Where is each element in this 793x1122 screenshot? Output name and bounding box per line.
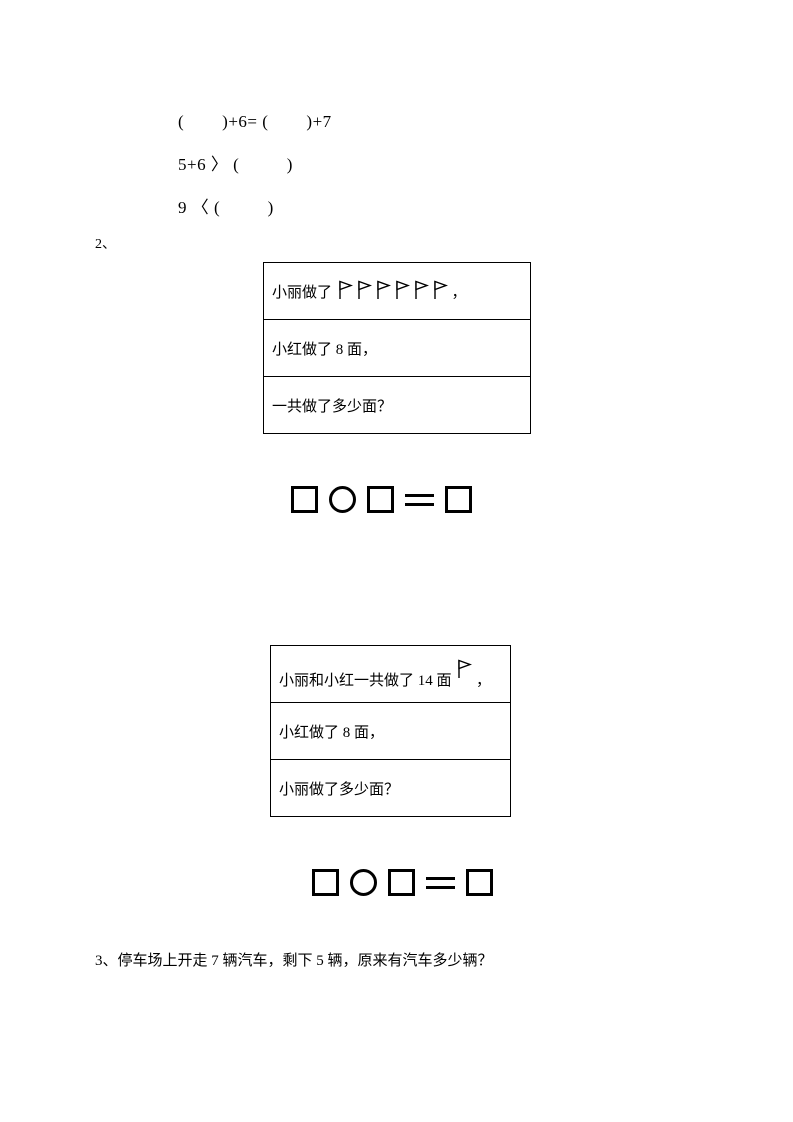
table-cell-question: 一共做了多少面？ (263, 376, 531, 434)
table-cell-question: 小丽做了多少面？ (270, 759, 511, 817)
table-row: 小红做了 8 面， (270, 702, 511, 760)
equation-line-1: ( )+6= ( )+7 (178, 112, 332, 131)
answer-box-icon (466, 869, 493, 896)
table-cell-statement-2: 小红做了 8 面， (270, 702, 511, 760)
problem-2b-table: 小丽和小红一共做了 14 面 ， 小红做了 8 面， 小丽做了多少面？ (270, 645, 511, 817)
statement-punctuation: ， (451, 285, 467, 301)
operator-circle-icon (329, 486, 356, 513)
fill-in-equations-block: ( )+6= ( )+7 5+6 〉 ( ) 9 〈 ( ) (178, 100, 332, 229)
table-cell-statement-1: 小丽做了 ， (263, 262, 531, 320)
number-box-icon (388, 869, 415, 896)
statement-text: 小丽和小红一共做了 14 面 (279, 672, 452, 689)
statement-text: 小丽做了 (272, 285, 333, 301)
table-row: 小丽做了 ， (263, 262, 531, 320)
number-box-icon (312, 869, 339, 896)
equals-sign-icon (426, 876, 455, 889)
statement-punctuation: ， (476, 672, 492, 689)
table-cell-statement-1: 小丽和小红一共做了 14 面 ， (270, 645, 511, 703)
operator-circle-icon (350, 869, 377, 896)
pennant-flag-icon (358, 280, 372, 299)
table-row: 小丽做了多少面？ (270, 759, 511, 817)
problem-2a-table: 小丽做了 ， 小红做了 8 面， 一共做了多少面 (263, 262, 531, 434)
pennant-flag-icon (434, 280, 448, 299)
pennant-flags-group (455, 659, 473, 679)
equation-line-2: 5+6 〉 ( ) (178, 155, 293, 174)
pennant-flag-icon (396, 280, 410, 299)
answer-shapes-row-1 (291, 486, 472, 513)
table-row: 小红做了 8 面， (263, 319, 531, 377)
answer-box-icon (445, 486, 472, 513)
answer-shapes-row-2 (312, 869, 493, 896)
pennant-flag-icon (377, 280, 391, 299)
number-box-icon (291, 486, 318, 513)
equation-line-3: 9 〈 ( ) (178, 198, 274, 217)
pennant-flags-group (336, 280, 448, 300)
question-2-number: 2、 (95, 237, 116, 252)
pennant-flag-icon (415, 280, 429, 299)
question-3-text: 3、停车场上开走 7 辆汽车，剩下 5 辆，原来有汽车多少辆？ (95, 953, 493, 969)
number-box-icon (367, 486, 394, 513)
table-row: 小丽和小红一共做了 14 面 ， (270, 645, 511, 703)
pennant-flag-icon (458, 659, 473, 678)
table-cell-statement-2: 小红做了 8 面， (263, 319, 531, 377)
table-row: 一共做了多少面？ (263, 376, 531, 434)
equals-sign-icon (405, 493, 434, 506)
pennant-flag-icon (339, 280, 353, 299)
